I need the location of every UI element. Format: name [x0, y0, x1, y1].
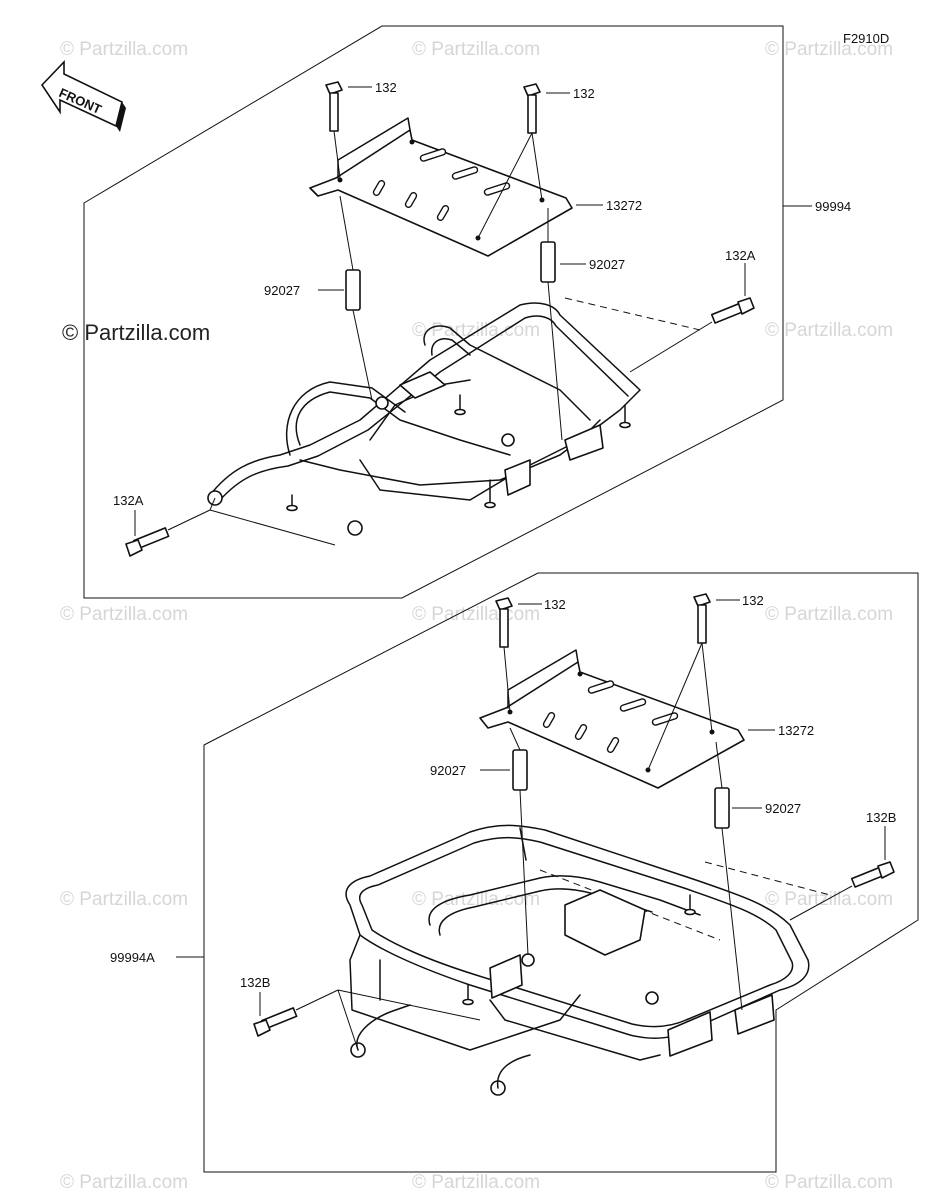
watermark: © Partzilla.com — [60, 1172, 188, 1193]
upper-bolt-side-left — [125, 497, 336, 557]
upper-collar-right — [540, 241, 556, 283]
label-bolt-132: 132 — [742, 593, 764, 608]
watermark: © Partzilla.com — [60, 39, 188, 60]
watermark: © Partzilla.com — [765, 1172, 893, 1193]
watermark: © Partzilla.com — [412, 1172, 540, 1193]
lower-collar-left — [512, 749, 528, 791]
label-bolt-132b: 132B — [866, 810, 896, 825]
front-arrow-icon: FRONT — [40, 60, 126, 132]
label-bolt-132a: 132A — [113, 493, 144, 508]
watermark: © Partzilla.com — [412, 320, 540, 341]
watermark-layer: © Partzilla.com © Partzilla.com © Partzi… — [60, 39, 893, 1193]
label-bolt-132a: 132A — [725, 248, 756, 263]
watermark: © Partzilla.com — [765, 320, 893, 341]
upper-assembly-frame — [83, 25, 784, 599]
upper-rack — [207, 297, 701, 536]
upper-bolt-right — [477, 83, 543, 239]
watermark: © Partzilla.com — [412, 604, 540, 625]
label-collar-92027: 92027 — [264, 283, 300, 298]
watermark: © Partzilla.com — [412, 39, 540, 60]
upper-plate — [309, 117, 573, 257]
label-bolt-132b: 132B — [240, 975, 270, 990]
lower-bolt-left — [495, 597, 513, 713]
lower-bolt-side-left — [253, 989, 481, 1051]
label-bolt-132: 132 — [573, 86, 595, 101]
watermark: © Partzilla.com — [765, 39, 893, 60]
label-assembly-99994: 99994 — [815, 199, 851, 214]
watermark: © Partzilla.com — [60, 604, 188, 625]
label-bolt-132: 132 — [375, 80, 397, 95]
lower-collar-right — [714, 787, 730, 829]
upper-bolt-left — [325, 81, 343, 179]
lower-assembly-frame — [203, 572, 919, 1173]
upper-bolt-side-right — [629, 297, 755, 373]
lower-assembly: 132 132 13272 92027 92027 132B 132B 9999… — [110, 572, 919, 1173]
watermark: © Partzilla.com — [60, 889, 188, 910]
watermark: © Partzilla.com — [765, 889, 893, 910]
watermark: © Partzilla.com — [412, 889, 540, 910]
watermark-prominent: © Partzilla.com — [62, 320, 210, 345]
lower-rack — [345, 824, 831, 1096]
label-plate-13272: 13272 — [778, 723, 814, 738]
label-collar-92027: 92027 — [430, 763, 466, 778]
label-collar-92027: 92027 — [589, 257, 625, 272]
label-assembly-99994a: 99994A — [110, 950, 155, 965]
label-collar-92027: 92027 — [765, 801, 801, 816]
diagram-code: F2910D — [843, 31, 889, 46]
upper-collar-left — [345, 269, 361, 311]
watermark: © Partzilla.com — [765, 604, 893, 625]
lower-bolt-right — [647, 593, 713, 771]
label-plate-13272: 13272 — [606, 198, 642, 213]
label-bolt-132: 132 — [544, 597, 566, 612]
lower-bolt-side-right — [789, 861, 895, 921]
upper-assembly: 132 132 13272 92027 92027 132A 132A 9999… — [83, 25, 851, 599]
